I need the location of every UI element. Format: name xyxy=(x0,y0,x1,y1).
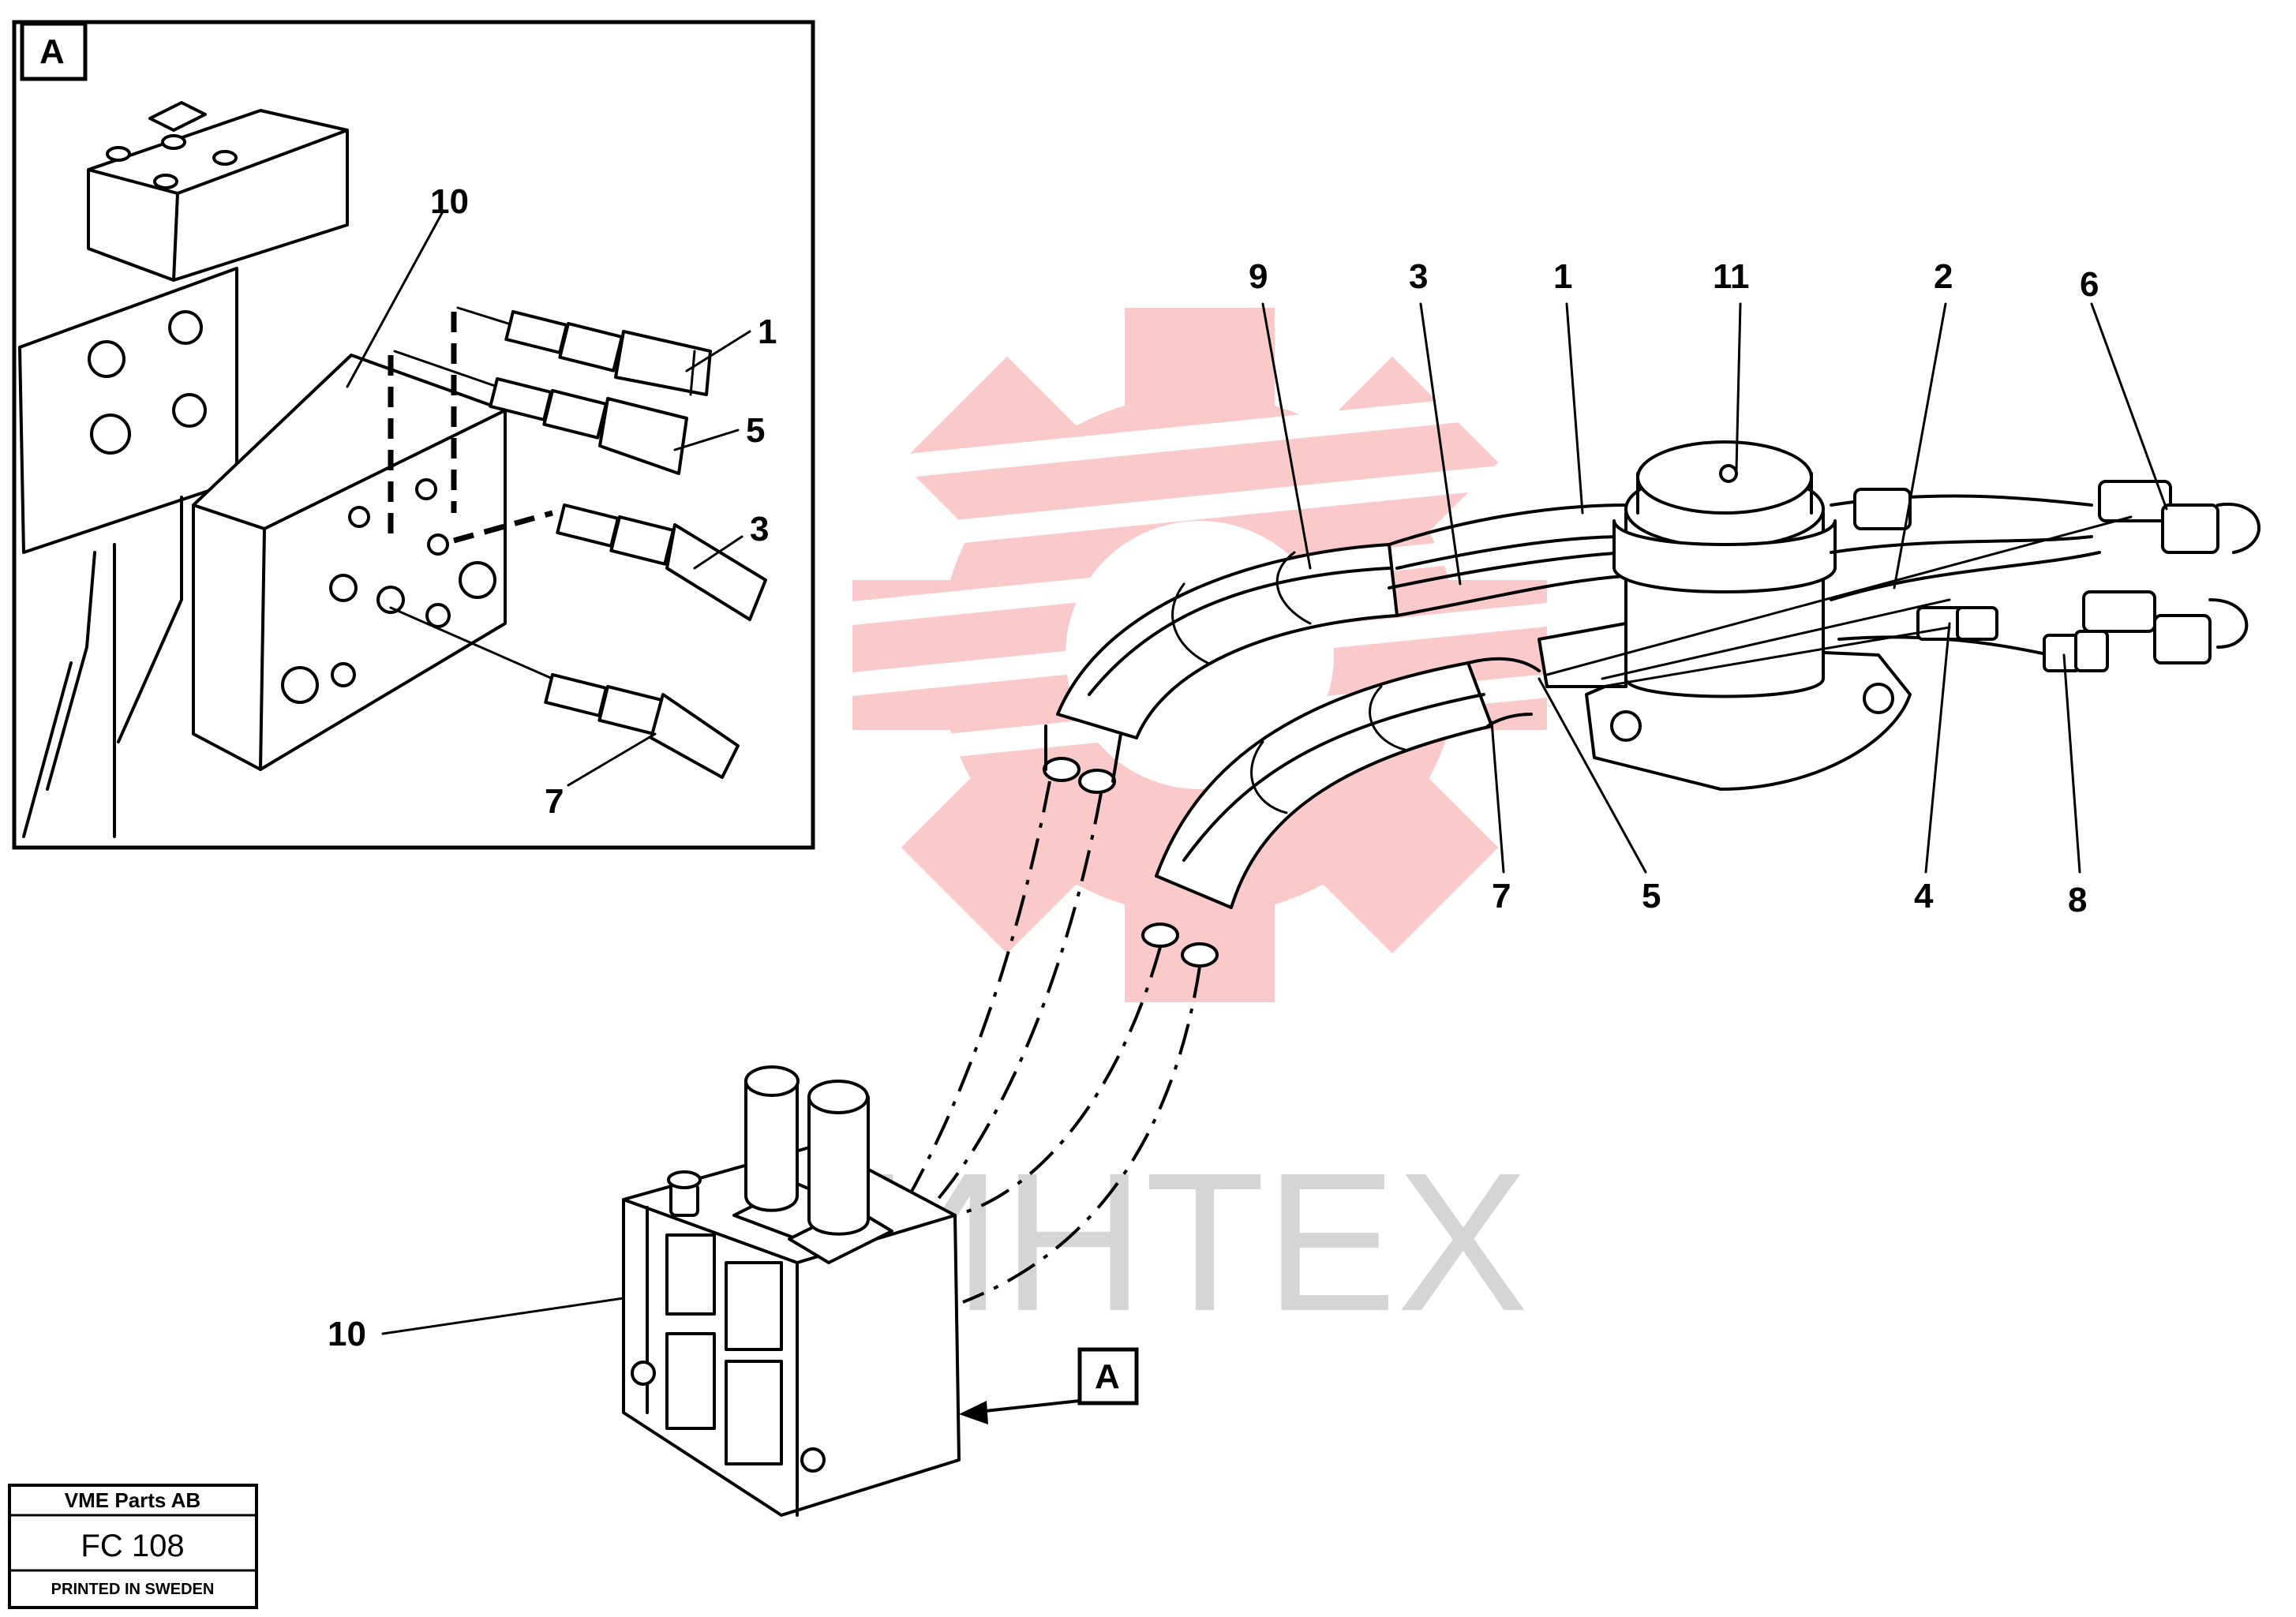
detail-callout-3: 3 xyxy=(750,510,769,548)
watermark-text: ИНТЕХ xyxy=(860,1132,1528,1352)
fitting-3 xyxy=(556,503,767,621)
hose-bundle-lower xyxy=(1141,661,1493,968)
detail-callout-7: 7 xyxy=(545,782,564,821)
view-marker-a: A xyxy=(959,1347,1139,1424)
detail-hose-fittings xyxy=(489,310,767,779)
valve-top-block xyxy=(87,101,349,282)
arrow-icon xyxy=(959,1401,988,1424)
detail-view-label: A xyxy=(39,32,65,71)
fitting-1 xyxy=(504,310,712,396)
hose-bundle-upper xyxy=(1043,543,1399,794)
title-block: VME Parts AB FC 108 PRINTED IN SWEDEN xyxy=(8,1484,258,1609)
detail-callout-1: 1 xyxy=(758,313,777,351)
callout-9: 9 xyxy=(1249,257,1268,296)
main-view: A 9 3 1 11 2 6 7 5 4 8 10 xyxy=(328,257,2260,1517)
detail-connection-lines xyxy=(388,306,554,680)
valve-block-main xyxy=(622,1065,961,1517)
central-unit xyxy=(1538,440,1912,791)
title-block-printed: PRINTED IN SWEDEN xyxy=(51,1581,215,1598)
callout-1: 1 xyxy=(1553,257,1572,296)
callout-6: 6 xyxy=(2080,265,2099,304)
callout-3: 3 xyxy=(1409,257,1428,296)
view-marker-label: A xyxy=(1095,1357,1120,1396)
callout-4: 4 xyxy=(1914,877,1934,915)
callout-7: 7 xyxy=(1492,877,1511,915)
view-marker-box xyxy=(1077,1347,1139,1406)
hose-lines-lower xyxy=(882,780,1201,1304)
detail-callout-10: 10 xyxy=(430,182,469,221)
valve-side-plate xyxy=(18,267,238,838)
detail-view-label-box xyxy=(20,21,88,81)
fitting-5 xyxy=(489,377,688,475)
title-block-company: VME Parts AB xyxy=(65,1488,200,1512)
callout-8: 8 xyxy=(2068,881,2087,919)
fitting-7 xyxy=(544,673,740,779)
callout-10: 10 xyxy=(328,1315,366,1353)
title-block-code: FC 108 xyxy=(81,1529,184,1563)
callout-5: 5 xyxy=(1642,877,1661,915)
detail-callout-5: 5 xyxy=(746,411,765,450)
main-callouts: 9 3 1 11 2 6 7 5 4 8 10 xyxy=(328,257,2168,1353)
callout-11: 11 xyxy=(1713,257,1750,296)
valve-block xyxy=(192,354,507,771)
detail-view-a: A xyxy=(12,20,815,850)
callout-2: 2 xyxy=(1934,257,1953,296)
pipes-upper xyxy=(1388,503,1627,728)
detail-callouts: 10 1 5 3 7 xyxy=(346,182,777,821)
right-fittings xyxy=(1545,480,2260,688)
